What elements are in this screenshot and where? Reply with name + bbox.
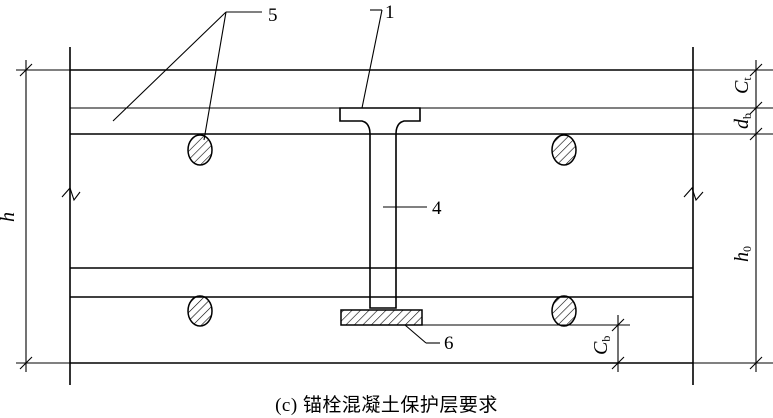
svg-text:Cb: Cb (590, 336, 613, 355)
figure-caption: (c) 锚栓混凝土保护层要求 (275, 395, 498, 416)
rebar-bottom-right (551, 295, 577, 327)
dim-tick-108 (749, 101, 763, 115)
svg-text:Ct: Ct (731, 77, 754, 94)
dim-cb-tick-bottom (611, 356, 625, 370)
callout-1: 1 (385, 2, 395, 23)
dim-h0-label: h0 (731, 246, 754, 262)
symbol-h: h (0, 212, 19, 222)
leader-6-a (404, 324, 427, 344)
symbol-c-bottom-sub: b (599, 336, 613, 342)
leader-5a (112, 11, 227, 122)
leader-1 (361, 9, 383, 109)
symbol-c-bottom: C (590, 341, 612, 355)
slab-lines (69, 47, 694, 385)
dim-right (693, 60, 773, 372)
anchor (339, 107, 423, 326)
symbol-h0-sub: 0 (740, 246, 754, 252)
symbol-d-b: d (731, 118, 753, 129)
symbol-d-b-sub: b (740, 113, 754, 119)
left-break-mark (61, 186, 81, 202)
dim-h-tick-bottom (19, 356, 33, 370)
dim-left (16, 60, 70, 372)
leader-5b (203, 11, 227, 141)
anchor-plate (340, 309, 423, 326)
symbol-c-top: C (731, 80, 753, 94)
callout-6: 6 (444, 333, 454, 354)
dim-cb-label: Cb (590, 336, 613, 355)
dim-cb-tick-top (611, 318, 625, 332)
right-break-mark (683, 186, 704, 202)
symbol-c-top-sub: t (740, 77, 754, 81)
dim-tick-363 (749, 356, 763, 370)
dim-ct-label: Ct (731, 77, 754, 94)
rebar-bottom-left (187, 295, 213, 327)
anchor-head-and-shank (339, 107, 421, 309)
dim-db-label: db (731, 113, 754, 129)
dim-tick-70 (749, 63, 763, 77)
dim-cb (422, 315, 630, 372)
rebar-top-right (551, 134, 577, 166)
svg-text:db: db (731, 113, 754, 129)
dim-h-tick-top (19, 63, 33, 77)
dim-tick-134 (749, 127, 763, 141)
dim-h-label: h (0, 212, 19, 222)
callout-5: 5 (268, 5, 278, 26)
symbol-h0: h (731, 252, 753, 262)
leaders (112, 9, 440, 344)
break-marks (61, 186, 704, 202)
rebar-sections (187, 134, 577, 327)
callout-4: 4 (432, 198, 442, 219)
svg-text:h0: h0 (731, 246, 754, 262)
rebar-top-left (187, 134, 213, 166)
